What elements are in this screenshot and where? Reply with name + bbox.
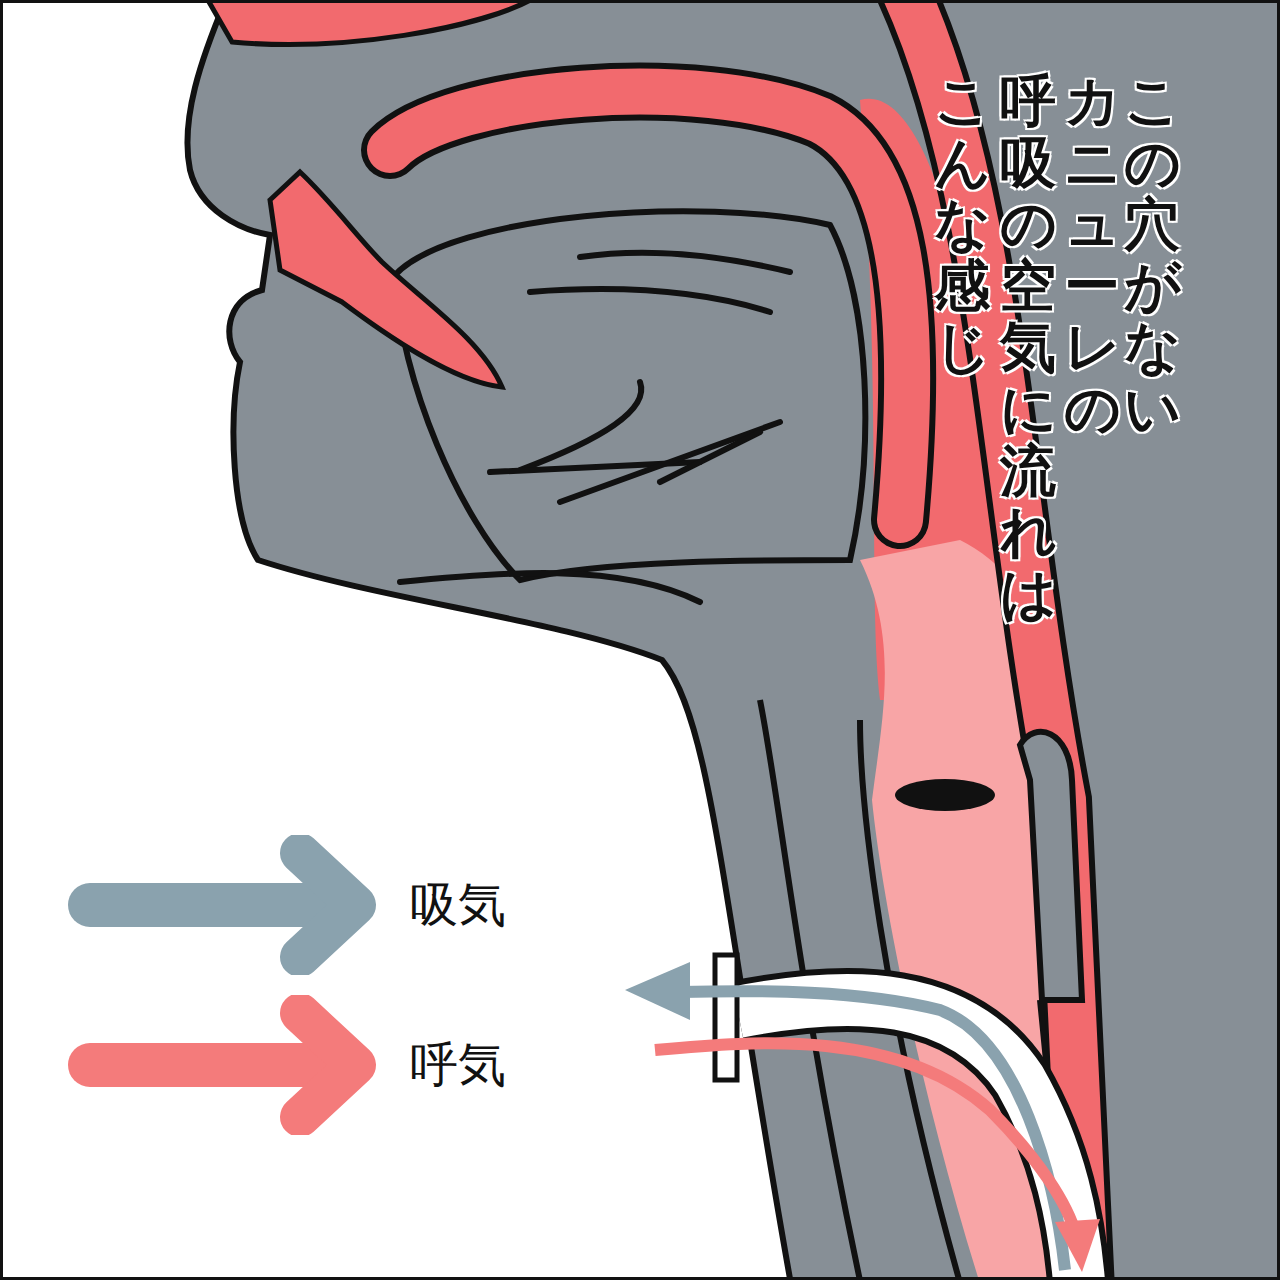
legend-arrow-shaft xyxy=(90,883,315,927)
tongue-lines xyxy=(400,253,790,602)
tongue-line xyxy=(660,432,760,482)
vertical-caption: カニューレの xyxy=(1064,70,1120,440)
vertical-caption: この穴がない xyxy=(1124,70,1180,440)
tongue-line xyxy=(560,422,780,502)
cannula-flange xyxy=(715,955,737,1080)
legend-label: 呼気 xyxy=(410,1033,506,1097)
legend-label: 吸気 xyxy=(410,873,506,937)
legend-arrow-shaft xyxy=(90,1043,315,1087)
vocal-cords xyxy=(895,779,995,811)
vertical-caption: 呼吸の空気に流れは xyxy=(1000,70,1056,624)
head-silhouette xyxy=(187,0,1280,1280)
inhale-arrowhead xyxy=(625,962,690,1020)
nasal-cavity xyxy=(205,0,540,44)
legend-arrow xyxy=(60,835,380,975)
legend-arrow xyxy=(60,995,380,1135)
exhale-arrow xyxy=(655,1043,1076,1235)
epiglottis xyxy=(1020,732,1082,1000)
legend-arrow-head xyxy=(300,853,356,957)
tongue xyxy=(395,211,865,580)
exhale-arrowhead xyxy=(1055,1219,1100,1272)
tongue-line xyxy=(530,289,770,312)
tongue-line xyxy=(580,253,790,272)
vertical-caption: こんな感じ xyxy=(934,70,990,378)
tongue-line xyxy=(520,382,641,470)
jaw-line xyxy=(400,573,700,602)
oral-cavity xyxy=(270,172,502,387)
legend-arrow-head xyxy=(300,1013,356,1117)
